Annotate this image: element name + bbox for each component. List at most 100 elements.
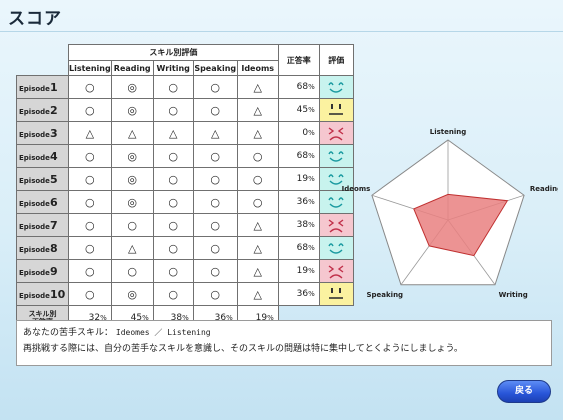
eval-face-cell [318, 190, 354, 214]
rate-value: 68 [296, 82, 309, 92]
percent-sign: % [182, 313, 189, 322]
table-row: Episode9○○○○△19% [16, 259, 354, 283]
percent-sign: % [308, 290, 315, 298]
mark-speaking: ○ [192, 98, 238, 122]
face-good-icon [328, 82, 344, 93]
percent-sign: % [226, 313, 233, 322]
percent-sign: % [267, 313, 274, 322]
mark-reading: △ [110, 121, 154, 145]
skill-group-header: スキル別評価 [68, 44, 279, 61]
eval-face-cell [318, 75, 354, 99]
mark-speaking: ○ [192, 259, 238, 283]
mark-writing: ○ [152, 236, 194, 260]
mark-ideoms: △ [236, 213, 279, 237]
rate-value: 36 [296, 289, 309, 299]
rate-cell: 45% [277, 98, 320, 122]
rate-value: 19 [296, 266, 309, 276]
episode-number: 1 [49, 80, 58, 94]
percent-sign: % [308, 244, 315, 252]
mark-speaking: ○ [192, 190, 238, 214]
radar-label-reading: Reading [530, 185, 558, 193]
col-speaking: Speaking [192, 60, 238, 76]
eval-header: 評価 [318, 44, 354, 76]
episode-number: 3 [49, 126, 58, 140]
episode-number: 7 [49, 218, 58, 232]
episode-prefix: Episode [19, 291, 50, 300]
table-row: Episode8○△○○△68% [16, 236, 354, 260]
mark-speaking: ○ [192, 282, 238, 306]
mark-ideoms: ○ [236, 190, 279, 214]
rate-value: 19 [296, 174, 309, 184]
title-divider [0, 31, 563, 32]
table-row: Episode7○○○○△38% [16, 213, 354, 237]
mark-writing: ○ [152, 282, 194, 306]
mark-reading: ◎ [110, 144, 154, 168]
eval-face-cell [318, 121, 354, 145]
face-mid-icon [329, 288, 344, 299]
mark-listening: ○ [68, 98, 112, 122]
mark-writing: ○ [152, 167, 194, 191]
mark-writing: ○ [152, 259, 194, 283]
mark-speaking: ○ [192, 75, 238, 99]
col-writing: Writing [152, 60, 194, 76]
episode-label: Episode7 [16, 213, 69, 237]
weak-skill-names: Ideomes ／ Listening [115, 328, 211, 337]
episode-prefix: Episode [19, 199, 50, 208]
mark-ideoms: △ [236, 282, 279, 306]
summary-speaking: 36% [192, 305, 238, 330]
mark-writing: ○ [152, 98, 194, 122]
summary-value: 45 [130, 312, 143, 323]
mark-ideoms: △ [236, 75, 279, 99]
table-row: Episode4○◎○○○68% [16, 144, 354, 168]
mark-speaking: △ [192, 121, 238, 145]
mark-speaking: ○ [192, 213, 238, 237]
mark-reading: ○ [110, 213, 154, 237]
rate-cell: 36% [277, 190, 320, 214]
mark-reading: ○ [110, 259, 154, 283]
score-table: スキル別評価 正答率 評価 Listening Reading Writing … [16, 44, 354, 330]
episode-prefix: Episode [19, 176, 50, 185]
episode-label: Episode2 [16, 98, 69, 122]
mark-listening: ○ [68, 75, 112, 99]
episode-number: 5 [49, 172, 58, 186]
percent-sign: % [100, 313, 107, 322]
back-button[interactable]: 戻る [497, 380, 551, 403]
advice-box: あなたの苦手スキル： Ideomes ／ Listening 再挑戦する際には、… [16, 320, 552, 366]
episode-label: Episode9 [16, 259, 69, 283]
rate-cell: 0% [277, 121, 320, 145]
summary-value: 38 [170, 312, 183, 323]
mark-speaking: ○ [192, 236, 238, 260]
percent-sign: % [308, 267, 315, 275]
episode-label: Episode4 [16, 144, 69, 168]
mark-reading: ◎ [110, 282, 154, 306]
rate-cell: 68% [277, 144, 320, 168]
skill-radar-chart: Listening Reading Writing Speaking Ideom… [342, 128, 558, 299]
mark-listening: ○ [68, 190, 112, 214]
episode-label: Episode1 [16, 75, 69, 99]
episode-label: Episode3 [16, 121, 69, 145]
mark-reading: △ [110, 236, 154, 260]
weak-skill-prefix: あなたの苦手スキル： [23, 328, 114, 338]
table-row: Episode1○◎○○△68% [16, 75, 354, 99]
radar-label-listening: Listening [430, 128, 467, 136]
episode-label: Episode6 [16, 190, 69, 214]
radar-value-polygon [413, 193, 509, 257]
mark-reading: ◎ [110, 167, 154, 191]
mark-speaking: ○ [192, 167, 238, 191]
mark-ideoms: △ [236, 259, 279, 283]
mark-ideoms: △ [236, 236, 279, 260]
advice-text: 再挑戦する際には、自分の苦手なスキルを意識し、そのスキルの問題は特に集中してとく… [23, 344, 463, 354]
episode-number: 10 [49, 287, 66, 301]
face-bad-icon [328, 265, 344, 279]
mark-ideoms: ○ [236, 144, 279, 168]
rate-header: 正答率 [277, 44, 320, 76]
rate-value: 0 [302, 128, 309, 138]
mark-writing: ○ [152, 213, 194, 237]
episode-prefix: Episode [19, 84, 50, 93]
episode-prefix: Episode [19, 153, 50, 162]
rate-cell: 68% [277, 75, 320, 99]
corner-blank [17, 45, 69, 61]
episode-label: Episode5 [16, 167, 69, 191]
rate-cell: 36% [277, 282, 320, 306]
weak-skill-line: あなたの苦手スキル： Ideomes ／ Listening [23, 325, 545, 341]
